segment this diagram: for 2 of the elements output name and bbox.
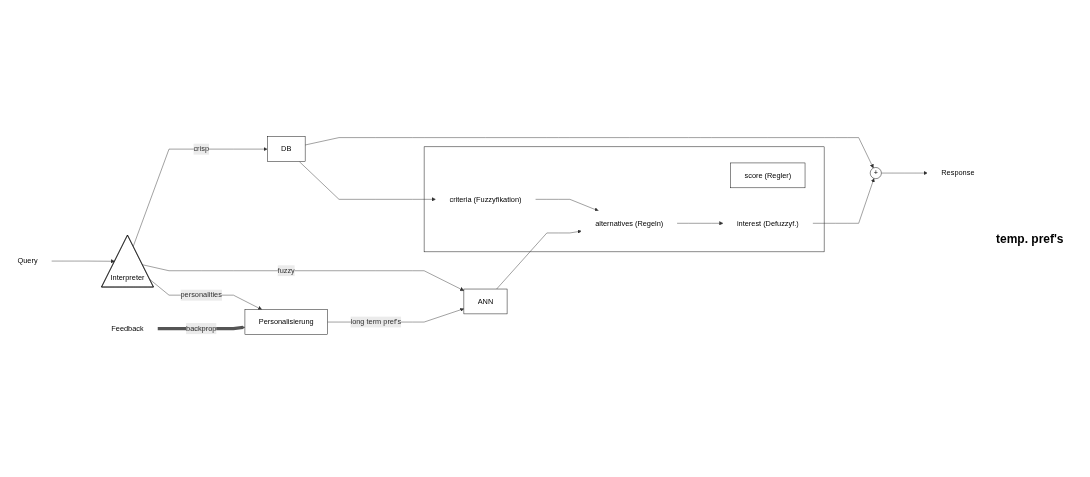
cluster [423, 146, 825, 252]
edge-note: temp. pref's [996, 231, 1065, 246]
